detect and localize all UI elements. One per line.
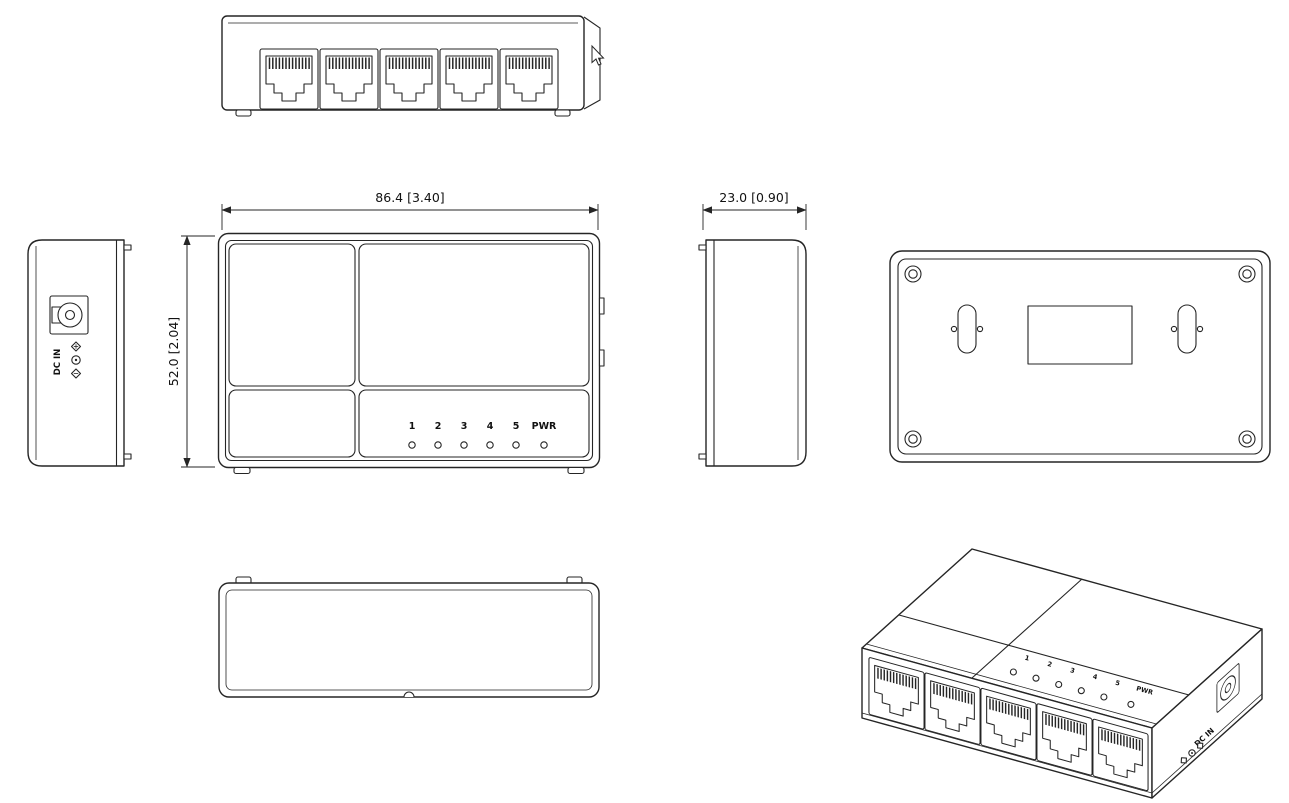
front-clips bbox=[698, 244, 707, 460]
dimension-depth: 23.0 [0.90] bbox=[702, 190, 807, 230]
led-label-4: 4 bbox=[1092, 672, 1099, 681]
iso-polarity-symbol-icon bbox=[1180, 742, 1204, 764]
right-side-view bbox=[698, 239, 807, 467]
led-label-5: 5 bbox=[513, 421, 520, 432]
led-label-pwr: PWR bbox=[532, 421, 557, 432]
depth-dimension-label: 23.0 [0.90] bbox=[719, 190, 788, 205]
led-label-3: 3 bbox=[461, 421, 468, 432]
rj45-port-icon bbox=[379, 48, 439, 110]
led-label-2: 2 bbox=[1046, 660, 1052, 669]
led-label-2: 2 bbox=[435, 421, 442, 432]
top-face-view: 1 2 3 4 5 PWR bbox=[217, 232, 605, 475]
led-label-1: 1 bbox=[409, 421, 416, 432]
rj45-port-icon bbox=[499, 48, 559, 110]
rubber-feet bbox=[235, 109, 571, 117]
screw-icon bbox=[904, 265, 922, 283]
dc-in-label: DC IN bbox=[53, 349, 63, 376]
rj45-port-icon bbox=[439, 48, 499, 110]
bottom-view bbox=[218, 576, 600, 698]
screw-icon bbox=[1238, 265, 1256, 283]
led-label-1: 1 bbox=[1024, 654, 1031, 663]
left-side-view: DC IN bbox=[27, 239, 132, 467]
led-indicators bbox=[408, 441, 548, 449]
keyhole-slot-icon bbox=[950, 304, 984, 354]
led-label-3: 3 bbox=[1069, 666, 1075, 675]
led-panel: 1 2 3 4 5 PWR bbox=[408, 421, 557, 449]
polarity-symbol-icon bbox=[70, 341, 82, 379]
isometric-view: 1 2 3 4 5 PWR DC IN bbox=[861, 548, 1263, 799]
dc-jack-icon bbox=[49, 295, 89, 335]
width-dimension-label: 86.4 [3.40] bbox=[375, 190, 444, 205]
rubber-feet bbox=[233, 466, 585, 475]
base-view bbox=[889, 250, 1271, 463]
dimension-height: 52.0 [2.04] bbox=[166, 235, 215, 468]
port-face-view bbox=[221, 15, 601, 117]
screw-icon bbox=[904, 430, 922, 448]
rj45-port-icon bbox=[259, 48, 319, 110]
iso-dc-jack-icon bbox=[1216, 663, 1240, 713]
led-label-5: 5 bbox=[1114, 679, 1121, 688]
side-clips bbox=[598, 297, 605, 367]
screw-icon bbox=[1238, 430, 1256, 448]
keyhole-slot-icon bbox=[1170, 304, 1204, 354]
height-dimension-label: 52.0 [2.04] bbox=[166, 317, 181, 386]
mouse-cursor-icon bbox=[591, 44, 605, 66]
label-recess bbox=[1027, 305, 1133, 365]
rj45-port-icon bbox=[319, 48, 379, 110]
bottom-notch bbox=[403, 691, 415, 698]
iso-led-indicators bbox=[1009, 668, 1135, 708]
front-clips bbox=[123, 244, 132, 460]
dimension-width: 86.4 [3.40] bbox=[221, 190, 599, 230]
led-label-4: 4 bbox=[487, 421, 494, 432]
